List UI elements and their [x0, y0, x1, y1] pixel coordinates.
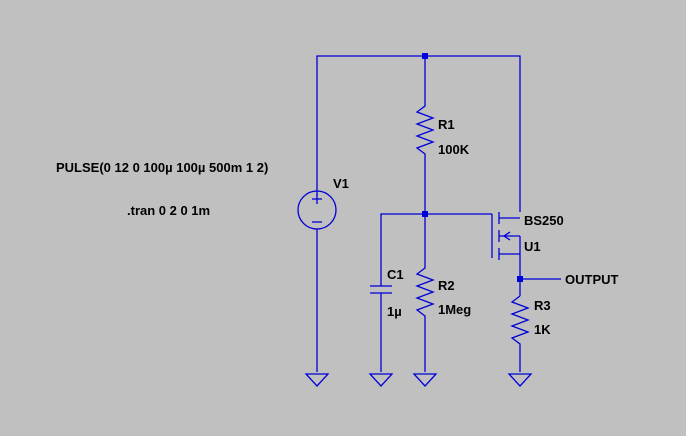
ground-r3 — [507, 373, 533, 387]
r2-name: R2 — [438, 278, 455, 293]
resistor-r1[interactable] — [415, 56, 435, 214]
voltage-source-v1[interactable] — [297, 190, 337, 372]
gate-node-wire[interactable] — [380, 213, 492, 286]
junction-output — [517, 276, 523, 282]
top-rail-wire[interactable] — [316, 55, 521, 212]
c1-value[interactable]: 1µ — [387, 304, 402, 319]
resistor-r3[interactable] — [510, 295, 530, 372]
r3-value[interactable]: 1K — [534, 322, 551, 337]
ground-v1 — [304, 373, 330, 387]
r2-value[interactable]: 1Meg — [438, 302, 471, 317]
u1-name: U1 — [524, 239, 541, 254]
u1-model[interactable]: BS250 — [524, 213, 564, 228]
ground-r2 — [412, 373, 438, 387]
pulse-directive[interactable]: PULSE(0 12 0 100µ 100µ 500m 1 2) — [56, 160, 268, 175]
c1-name: C1 — [387, 267, 404, 282]
ground-c1 — [368, 373, 394, 387]
junction-gate — [422, 211, 428, 217]
v1-name: V1 — [333, 176, 349, 191]
mosfet-u1[interactable] — [491, 212, 521, 296]
junction-top — [422, 53, 428, 59]
resistor-r2[interactable] — [415, 214, 435, 372]
output-net-label[interactable]: OUTPUT — [565, 272, 619, 287]
tran-directive[interactable]: .tran 0 2 0 1m — [127, 203, 210, 218]
r1-name: R1 — [438, 117, 455, 132]
r3-name: R3 — [534, 298, 551, 313]
capacitor-c1[interactable] — [370, 285, 392, 372]
r1-value[interactable]: 100K — [438, 142, 470, 157]
